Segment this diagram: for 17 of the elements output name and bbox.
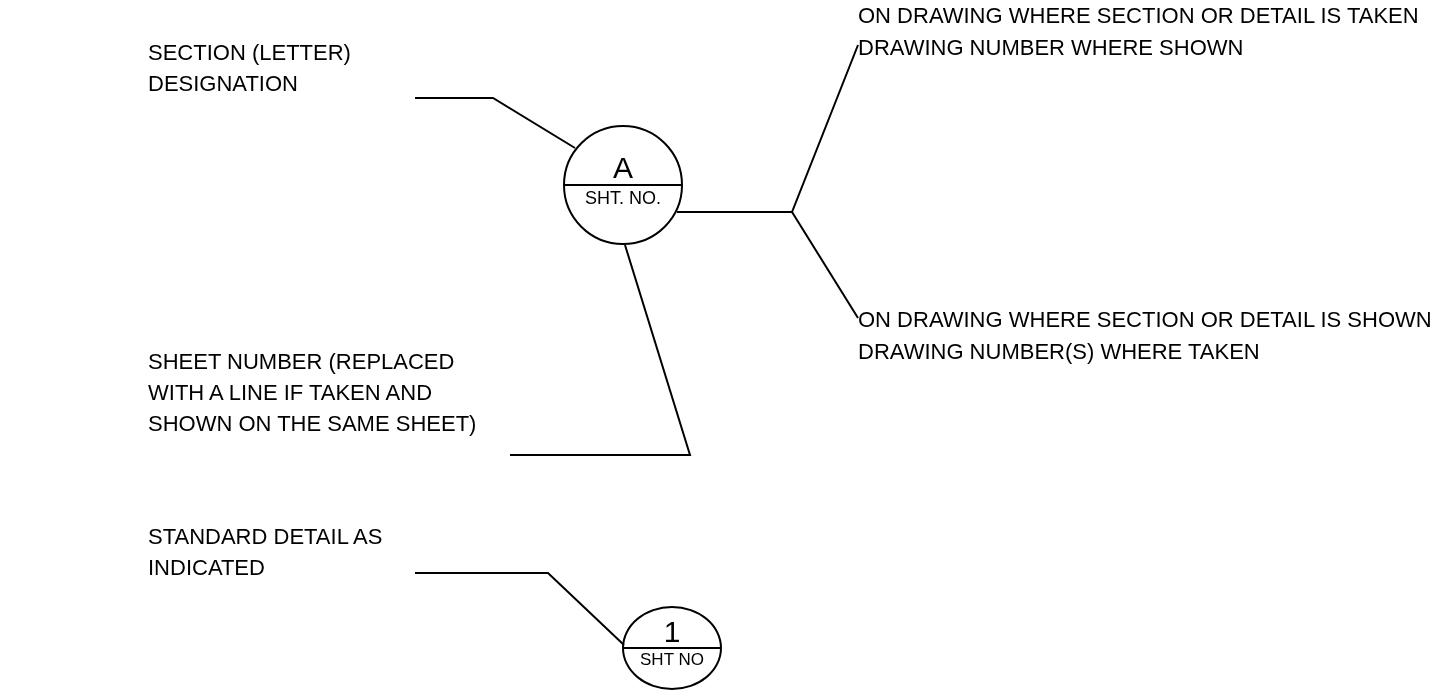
leader-line [414,97,576,149]
callout-text: STANDARD DETAIL AS INDICATED [148,521,415,589]
callout-text: ON DRAWING WHERE SECTION OR DETAIL IS SHOWN [858,306,1432,334]
leader-line [414,572,625,646]
detail-number: 1 [663,617,681,647]
leader-line [676,211,859,319]
callout-text: ON DRAWING WHERE SECTION OR DETAIL IS TAKEN [858,2,1419,30]
callout-text: DRAWING NUMBER WHERE SHOWN [858,34,1244,62]
section-symbol [563,125,683,245]
section-letter: A [613,152,633,184]
detail-symbol [622,606,722,690]
callout-text: SHEET NUMBER (REPLACED WITH A LINE IF TAKEN AND SHOWN ON THE SAME SHEET) [148,346,510,470]
sheet-number: SHT. NO. [585,187,661,210]
leader-line [509,244,692,456]
callout-text: DRAWING NUMBER(S) WHERE TAKEN [858,338,1260,366]
callout-text: SECTION (LETTER) DESIGNATION [148,37,415,101]
sheet-number: SHT NO [640,649,704,671]
